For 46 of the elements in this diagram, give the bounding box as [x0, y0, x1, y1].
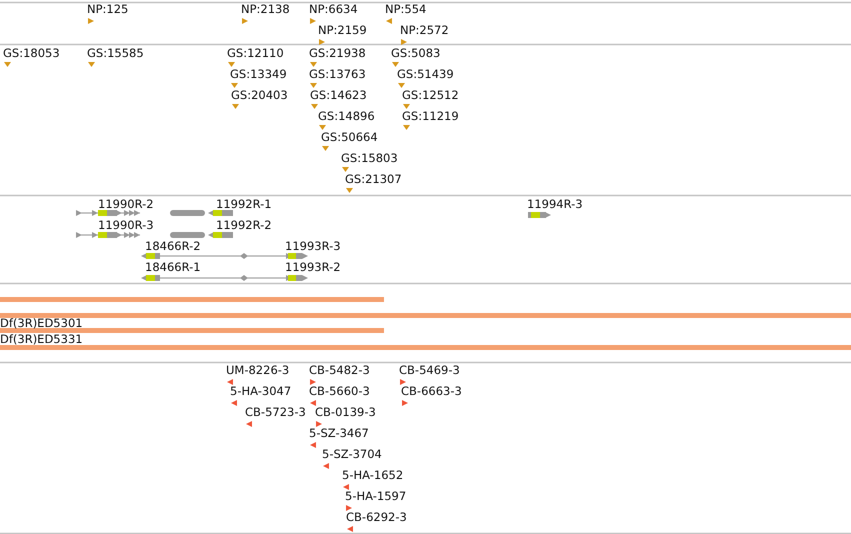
- feature-label: 5-SZ-3704: [322, 448, 382, 461]
- feature-label: GS:12512: [402, 89, 459, 102]
- feature-label: GS:21938: [309, 47, 366, 60]
- feature-label: CB-5469-3: [399, 364, 460, 377]
- feature-label: 11993R-2: [285, 261, 341, 274]
- feature-label: CB-0139-3: [315, 406, 376, 419]
- feature-label: 11992R-1: [216, 198, 272, 211]
- feature-label: 5-HA-1597: [345, 490, 406, 503]
- feature-label: 5-HA-3047: [230, 385, 292, 398]
- feature-label: NP:125: [87, 3, 128, 16]
- feature-label: GS:50664: [321, 131, 378, 144]
- feature-label: UM-8226-3: [226, 364, 290, 377]
- feature-label: NP:554: [385, 3, 426, 16]
- feature-label: GS:5083: [391, 47, 440, 60]
- feature-label: NP:6634: [309, 3, 358, 16]
- feature-label: 18466R-1: [145, 261, 201, 274]
- feature-label: CB-6663-3: [401, 385, 462, 398]
- feature-label: NP:2572: [400, 24, 449, 37]
- feature-label: GS:14896: [318, 110, 375, 123]
- feature-label: Df(3R)ED5301: [0, 317, 83, 330]
- feature-label: NP:2159: [318, 24, 367, 37]
- feature-label: CB-5482-3: [309, 364, 370, 377]
- feature-label: GS:13763: [309, 68, 366, 81]
- feature-label: 11994R-3: [527, 198, 583, 211]
- feature-label: CB-6292-3: [346, 511, 407, 524]
- feature-label: GS:20403: [231, 89, 288, 102]
- feature-label: GS:18053: [3, 47, 60, 60]
- feature-label: 5-HA-1652: [342, 469, 404, 482]
- feature-label: 11993R-3: [285, 240, 341, 253]
- feature-label: 11992R-2: [216, 219, 272, 232]
- feature-label: 18466R-2: [145, 240, 201, 253]
- feature-label: 11990R-3: [98, 219, 154, 232]
- feature-label: GS:12110: [227, 47, 284, 60]
- feature-label: GS:15585: [87, 47, 144, 60]
- feature-label: GS:13349: [230, 68, 287, 81]
- feature-label: CB-5660-3: [309, 385, 370, 398]
- feature-label: Df(3R)ED5331: [0, 333, 83, 346]
- feature-label: CB-5723-3: [245, 406, 306, 419]
- feature-label: 11990R-2: [98, 198, 154, 211]
- feature-label: GS:15803: [341, 152, 398, 165]
- feature-label: GS:11219: [402, 110, 459, 123]
- feature-label: GS:21307: [345, 173, 402, 186]
- feature-label: GS:51439: [397, 68, 454, 81]
- feature-label: NP:2138: [241, 3, 290, 16]
- feature-label: 5-SZ-3467: [309, 427, 369, 440]
- feature-label: GS:14623: [310, 89, 367, 102]
